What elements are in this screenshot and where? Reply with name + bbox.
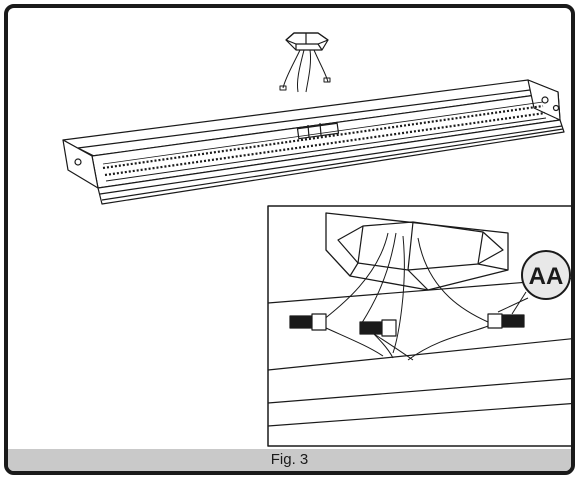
callout-circle bbox=[521, 250, 571, 300]
junction-box-top bbox=[285, 32, 329, 51]
detail-inset bbox=[267, 205, 571, 447]
wire-connector-middle bbox=[359, 319, 397, 337]
caption-bar: Fig. 3 bbox=[8, 449, 571, 471]
wire-connector-left bbox=[289, 313, 327, 331]
fixture-body bbox=[62, 79, 565, 205]
figure-frame: AA Fig. 3 bbox=[4, 4, 575, 475]
illustration: AA bbox=[62, 32, 571, 447]
supply-wires bbox=[279, 49, 331, 93]
figure-caption: Fig. 3 bbox=[270, 451, 309, 468]
wire-connector-right bbox=[487, 313, 525, 329]
callout-label: AA bbox=[529, 263, 564, 290]
